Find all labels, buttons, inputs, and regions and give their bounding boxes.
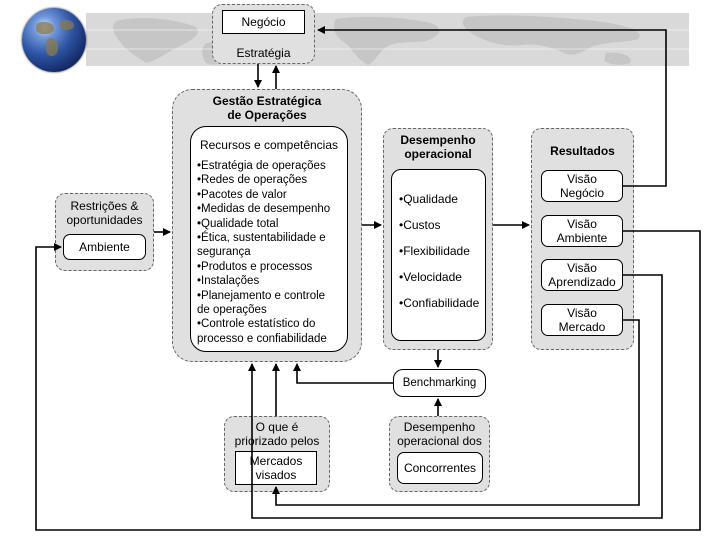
benchmarking-box: Benchmarking [393, 369, 486, 397]
list-item: •Estratégia de operações [197, 160, 326, 172]
list-item: •Qualidade total [197, 217, 279, 230]
arrow-benchmarking-gestao [293, 363, 393, 384]
recursos-box [190, 126, 348, 352]
desempenho-item-custos: •Custos [399, 218, 441, 232]
visao-aprendizado-box: Visão Aprendizado [541, 259, 623, 291]
list-item: •Instalações [197, 275, 260, 288]
list-item: •Controle estatístico do processo e conf… [197, 318, 327, 345]
list-item: •Produtos e processos [197, 260, 313, 273]
desempenho-item-confiabilidade: •Confiabilidade [399, 296, 480, 310]
mercados-box: Mercados visados [235, 451, 317, 485]
visao-negocio-box: Visão Negócio [541, 170, 623, 202]
recursos-title: Recursos e competências [199, 138, 339, 152]
desempenho-box [391, 169, 486, 341]
list-item: •Redes de operações [197, 174, 308, 187]
visao-mercado-box: Visão Mercado [541, 304, 623, 336]
list-item: •Medidas de desempenho [197, 203, 331, 216]
arrow-visao-aprendizado-gestao [248, 274, 663, 519]
list-item: •Planejamento e controle de operações [197, 289, 326, 317]
desempenho-item-qualidade: •Qualidade [399, 192, 458, 206]
arrow-visao-negocio-to-negocio [317, 26, 667, 187]
ambiente-box: Ambiente [63, 234, 146, 260]
estrategia-label: Estratégia [236, 46, 291, 60]
priorizado-label: O que é priorizado pelos [234, 420, 320, 448]
recursos-list: •Estratégia de operações •Redes de opera… [197, 159, 347, 346]
negocio-box: Negócio [222, 10, 305, 34]
arrow-visao-mercado-mercados [272, 319, 640, 506]
concorrentes-box: Concorrentes [397, 452, 483, 484]
list-item: •Pacotes de valor [197, 188, 287, 201]
globe-icon [22, 8, 86, 72]
desempenho-item-flexibilidade: •Flexibilidade [399, 244, 470, 258]
desempenho-item-velocidade: •Velocidade [399, 270, 462, 284]
gestao-title: Gestão Estratégica de Operações [212, 94, 322, 122]
arrow-visao-ambiente-ambiente [35, 230, 701, 531]
concorrentes-label: Desempenho operacional dos [397, 420, 482, 448]
restricoes-label: Restrições & oportunidades [66, 199, 143, 227]
resultados-title: Resultados [550, 144, 615, 158]
list-item: •Ética, sustentabilidade e segurança [197, 232, 326, 259]
desempenho-title: Desempenho operacional [400, 133, 476, 161]
visao-ambiente-box: Visão Ambiente [541, 215, 623, 247]
